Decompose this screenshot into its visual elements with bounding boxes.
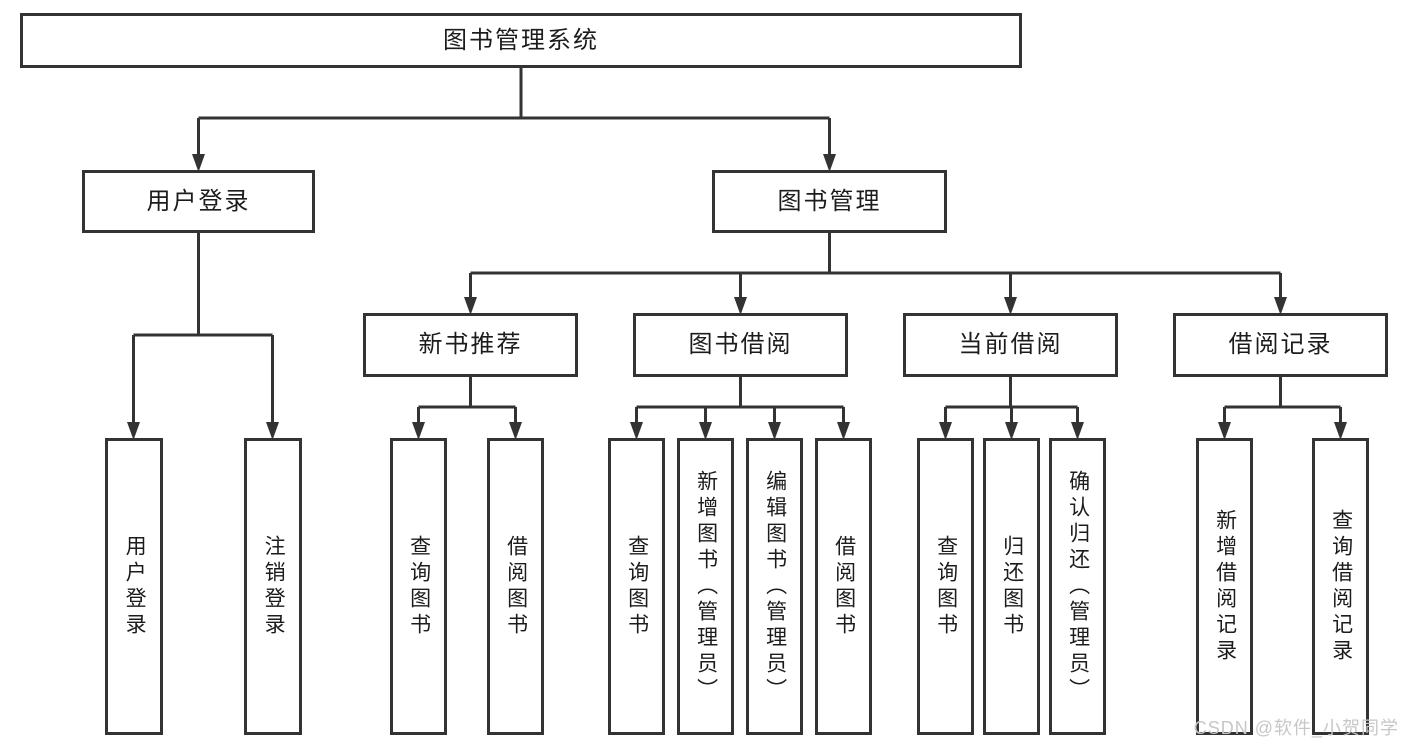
- arrowheads: [127, 154, 1347, 440]
- node-leaf-recommend-query-books: 查询图书: [390, 438, 447, 735]
- watermark: CSDN @软件_小贺同学: [1193, 718, 1399, 738]
- node-borrow-record: 借阅记录: [1173, 313, 1388, 377]
- node-leaf-borrow-add-books: 新增图书（管理员）: [677, 438, 734, 735]
- node-leaf-current-confirm-return: 确认归还（管理员）: [1049, 438, 1106, 735]
- connector-book-management: [469, 233, 1282, 301]
- node-current-borrow: 当前借阅: [903, 313, 1118, 377]
- connector-current-borrow: [944, 377, 1079, 426]
- node-leaf-current-return-books: 归还图书: [983, 438, 1040, 735]
- node-leaf-borrow-query-books: 查询图书: [608, 438, 665, 735]
- node-book-borrow: 图书借阅: [633, 313, 848, 377]
- node-leaf-borrow-edit-books: 编辑图书（管理员）: [746, 438, 803, 735]
- connector-book-borrow: [635, 377, 845, 426]
- node-leaf-record-add: 新增借阅记录: [1196, 438, 1253, 735]
- connector-user-login: [132, 233, 274, 426]
- node-leaf-user-login: 用户登录: [105, 438, 163, 735]
- node-leaf-current-query-books: 查询图书: [917, 438, 974, 735]
- node-root: 图书管理系统: [20, 13, 1022, 68]
- node-book-management: 图书管理: [712, 170, 947, 233]
- node-leaf-recommend-borrow-books: 借阅图书: [487, 438, 544, 735]
- node-new-book-recommend: 新书推荐: [363, 313, 578, 377]
- node-leaf-borrow-borrow-books: 借阅图书: [815, 438, 872, 735]
- node-leaf-logout: 注销登录: [244, 438, 302, 735]
- node-user-login: 用户登录: [82, 170, 315, 233]
- connector-new-book-recommend: [417, 377, 517, 426]
- connector-root: [197, 68, 831, 158]
- connector-borrow-record: [1223, 377, 1342, 426]
- node-leaf-record-query: 查询借阅记录: [1312, 438, 1369, 735]
